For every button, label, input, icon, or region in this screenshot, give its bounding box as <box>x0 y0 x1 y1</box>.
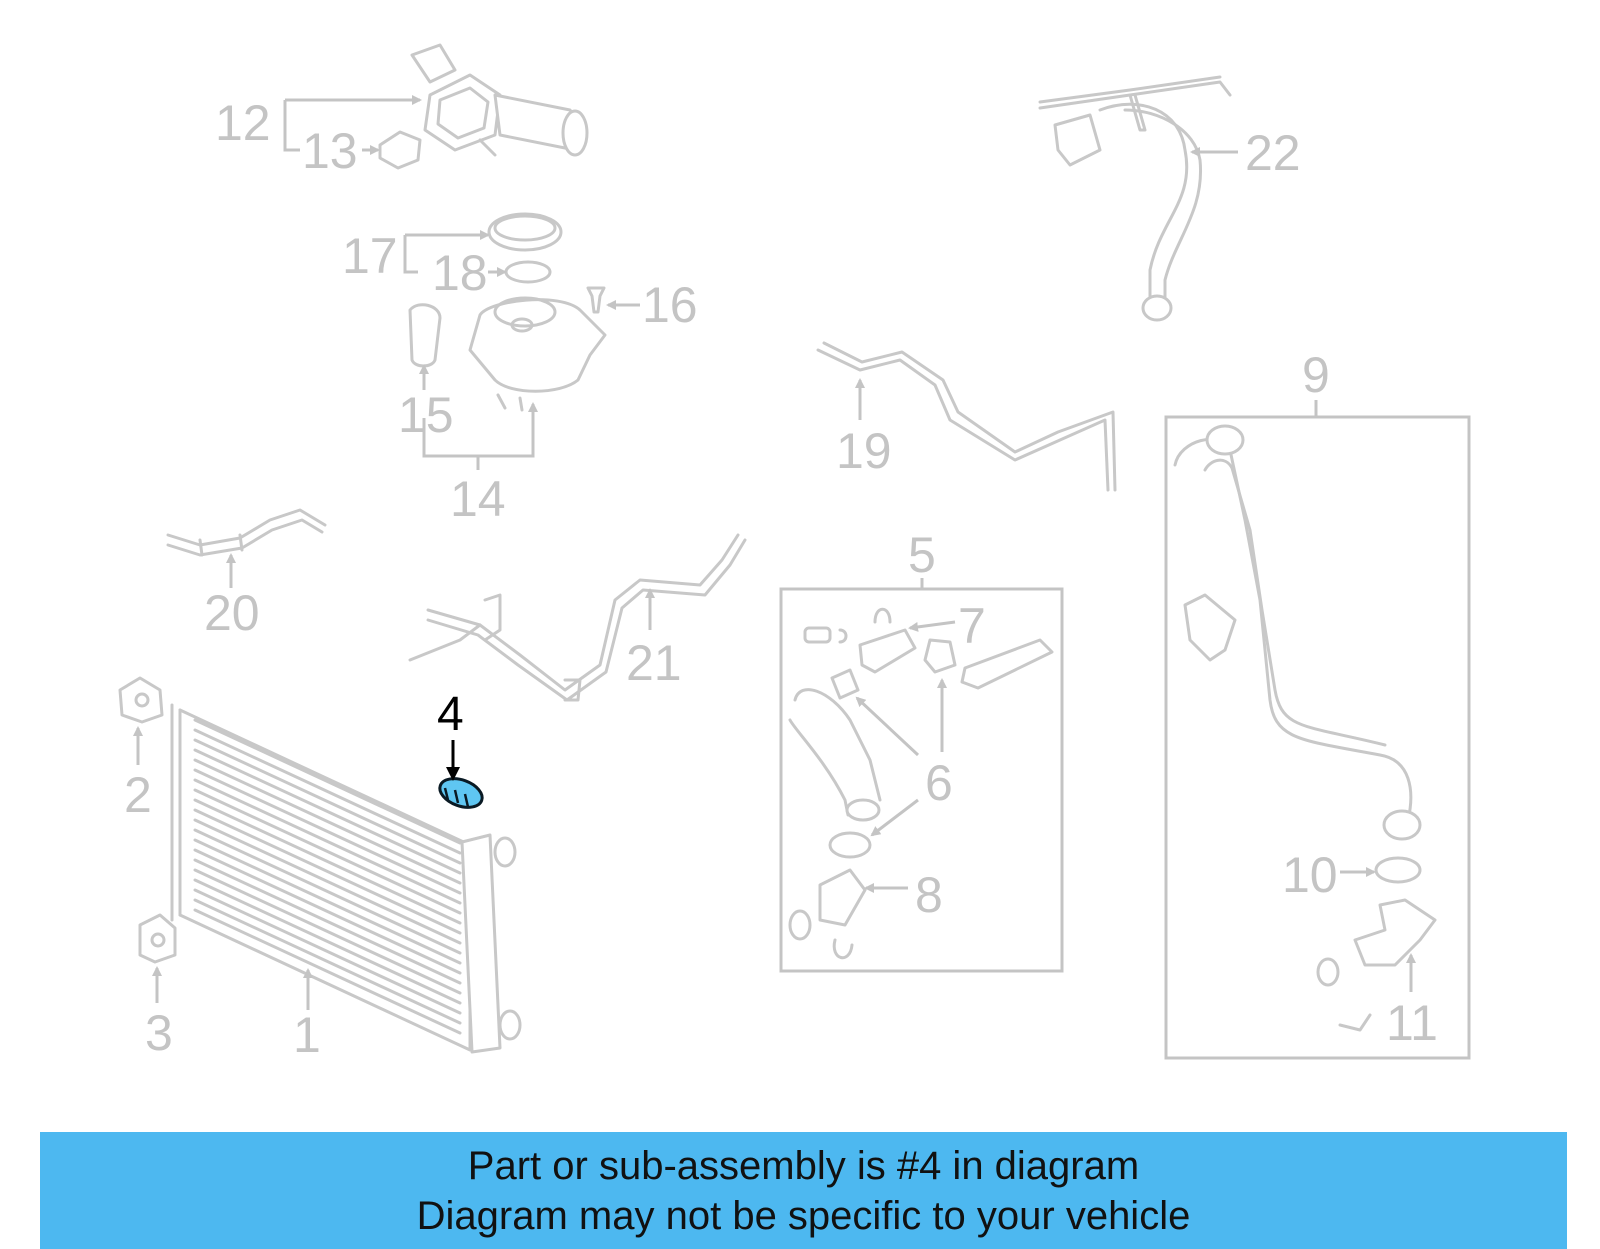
callout-2: 2 <box>124 767 152 823</box>
lower-mount-part-3 <box>138 913 177 964</box>
callout-19: 19 <box>836 423 892 479</box>
coolant-pipe-part-19 <box>816 341 1117 492</box>
hose-part-20 <box>166 508 327 557</box>
callout-12: 12 <box>215 95 271 151</box>
upper-mount-part-2 <box>118 676 164 724</box>
callout-7: 7 <box>958 598 986 654</box>
callout-9: 9 <box>1302 347 1330 403</box>
cap-seal-part-18 <box>504 260 552 284</box>
assembly-box-9 <box>1164 415 1471 1060</box>
callout-8: 8 <box>915 867 943 923</box>
callout-14: 14 <box>450 471 506 527</box>
coolant-pipe-part-21 <box>408 533 747 702</box>
leader-7 <box>908 620 956 632</box>
callout-22: 22 <box>1245 125 1301 181</box>
callout-20: 20 <box>204 585 260 641</box>
hose-part-15 <box>408 303 442 368</box>
coolant-flange-part-12 <box>410 43 589 157</box>
reservoir-cap-part-17 <box>487 212 563 252</box>
leader-6c <box>870 798 919 837</box>
hose-kit-parts <box>788 607 1054 959</box>
callout-11: 11 <box>1386 995 1438 1051</box>
callout-4: 4 <box>437 688 464 741</box>
screw-part-16 <box>586 286 606 314</box>
gasket-part-13 <box>378 130 422 170</box>
highlighted-part-4 <box>438 777 484 809</box>
banner-line-2: Diagram may not be specific to your vehi… <box>416 1193 1191 1238</box>
info-banner: Part or sub-assembly is #4 in diagram Di… <box>40 1132 1567 1249</box>
expansion-tank-part-14 <box>468 296 607 412</box>
callout-10: 10 <box>1282 847 1338 903</box>
hose-assembly-parts <box>1173 424 1437 1032</box>
callout-1: 1 <box>293 1007 321 1063</box>
heater-pipe-part-22 <box>1038 75 1232 322</box>
leader-6a <box>855 696 920 757</box>
banner-line-1: Part or sub-assembly is #4 in diagram <box>467 1143 1140 1188</box>
callout-16: 16 <box>642 277 698 333</box>
callout-13: 13 <box>302 123 358 179</box>
callout-5: 5 <box>908 527 936 583</box>
callout-17: 17 <box>342 228 398 284</box>
callout-21: 21 <box>626 635 682 691</box>
callout-15: 15 <box>398 387 454 443</box>
callout-3: 3 <box>145 1005 173 1061</box>
callout-6: 6 <box>925 755 953 811</box>
callout-18: 18 <box>432 245 488 301</box>
radiator-part-1 <box>170 703 522 1054</box>
